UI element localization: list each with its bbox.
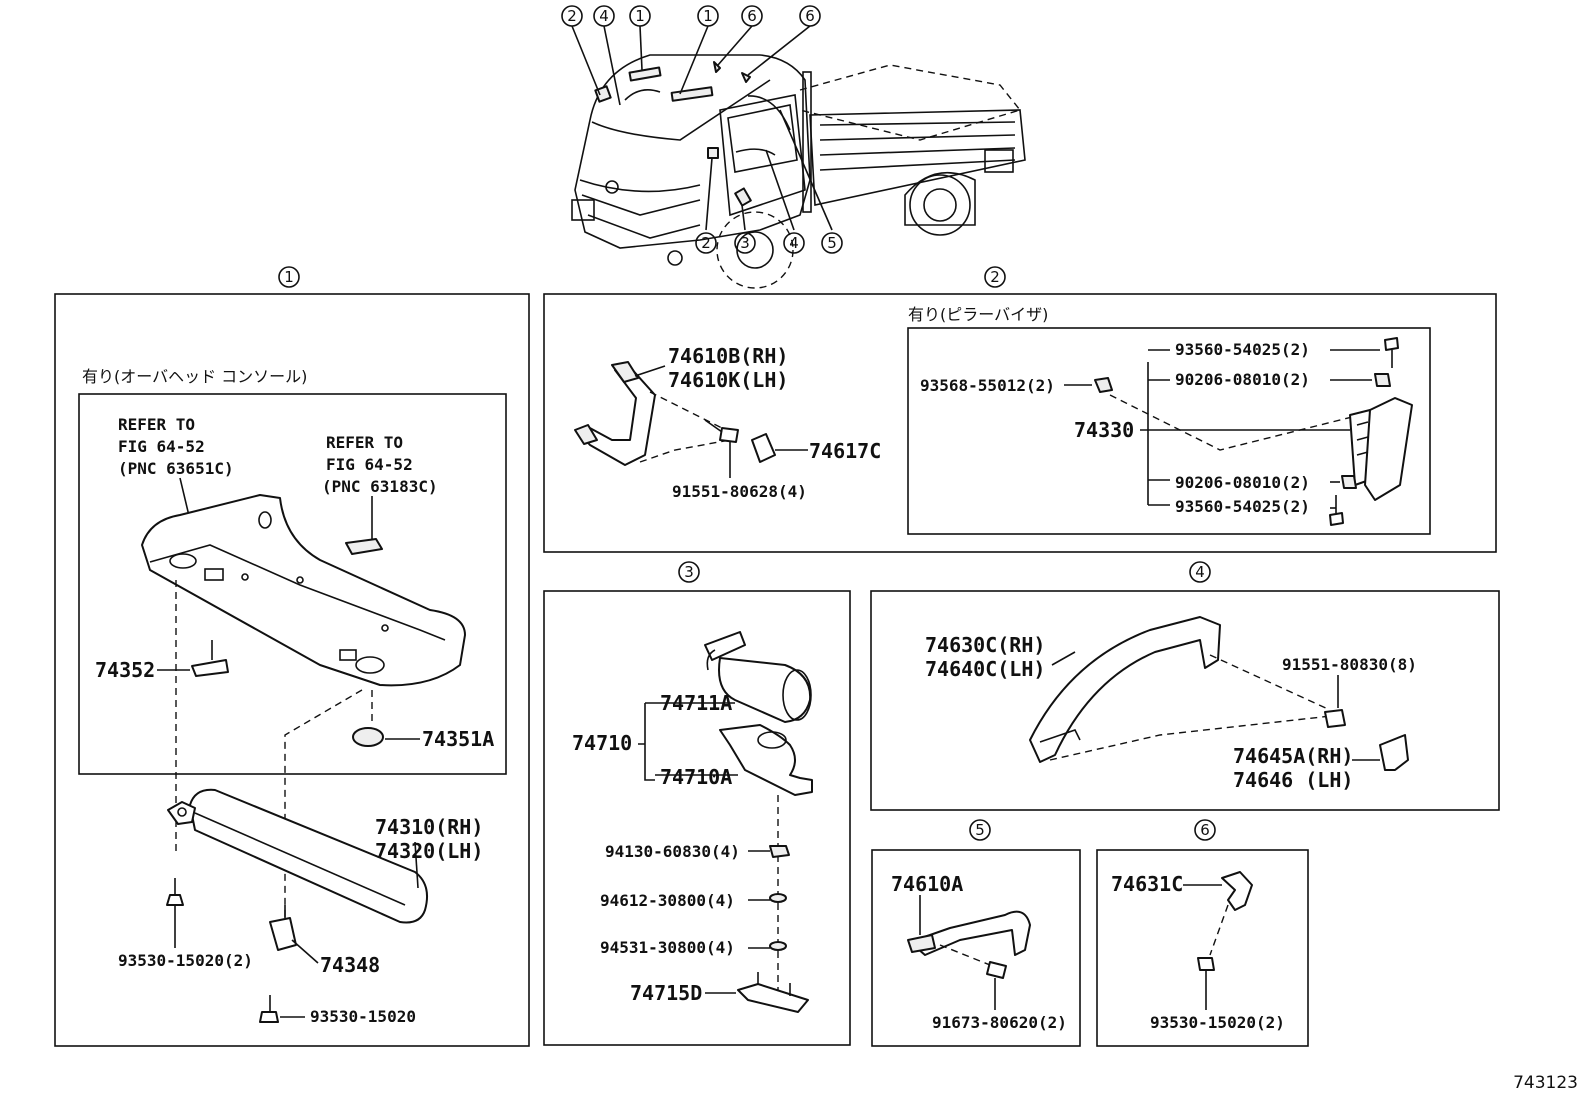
section-5-frame <box>871 849 1081 1047</box>
grip-74610a <box>909 910 1031 956</box>
ref-b-line2: FIG 64-52 <box>326 455 413 474</box>
label-74320: 74320(LH) <box>375 839 483 863</box>
label-74631c: 74631C <box>1111 872 1183 896</box>
label-94612-30800: 94612-30800(4) <box>600 891 735 910</box>
cap-74617c <box>751 433 776 463</box>
section-3-extinguisher: 3 74711A 74710A 74710 94130-60830(4) 946… <box>543 561 851 1046</box>
truck-callouts: 2 4 1 1 6 6 2 3 4 5 <box>561 5 843 254</box>
label-74351a: 74351A <box>422 727 494 751</box>
nut-94130 <box>769 845 790 858</box>
label-74715d: 74715D <box>630 981 702 1005</box>
label-74610b: 74610B(RH) <box>668 344 788 368</box>
ref-b-line1: REFER TO <box>326 433 403 452</box>
s2-option-note: 有り(ピラーバイザ) <box>908 305 1048 324</box>
plate-74715d <box>737 983 809 1013</box>
section-5-assist-grip: 5 74610A 91673-80620(2) <box>871 819 1081 1047</box>
label-93560-54025-top: 93560-54025(2) <box>1175 340 1310 359</box>
truck-callout: 1 <box>703 7 713 25</box>
label-74645a: 74645A(RH) <box>1233 744 1353 768</box>
label-94531-30800: 94531-30800(4) <box>600 938 735 957</box>
section-2-assist-grip: 2 74610B(RH) 74610K(LH) 91551-80628(4) 7… <box>543 266 1497 553</box>
label-74710a: 74710A <box>660 765 732 789</box>
section-3-frame <box>543 590 851 1046</box>
label-74646: 74646 (LH) <box>1233 768 1353 792</box>
label-93530-15020-2: 93530-15020(2) <box>118 951 253 970</box>
section-number: 2 <box>990 268 1000 286</box>
ref-a-line1: REFER TO <box>118 415 195 434</box>
label-91673-80620: 91673-80620(2) <box>932 1013 1067 1032</box>
label-74617c: 74617C <box>809 439 881 463</box>
extinguisher-74711a <box>718 657 812 723</box>
bracket-74710a <box>719 724 813 796</box>
label-74310: 74310(RH) <box>375 815 483 839</box>
label-74711a: 74711A <box>660 691 732 715</box>
ref-a-line2: FIG 64-52 <box>118 437 205 456</box>
cap-74351a <box>352 727 384 747</box>
label-93530-15020-6: 93530-15020(2) <box>1150 1013 1285 1032</box>
s1-console-frame <box>78 393 507 775</box>
label-74348: 74348 <box>320 953 380 977</box>
label-90206-08010-top: 90206-08010(2) <box>1175 370 1310 389</box>
clip-74352 <box>191 659 229 677</box>
section-2-frame <box>543 293 1497 553</box>
truck-illustration <box>571 25 1026 289</box>
ref-b-line3: (PNC 63183C) <box>322 477 438 496</box>
truck-callout: 6 <box>747 7 757 25</box>
washer-94612 <box>769 893 787 903</box>
section-number: 3 <box>684 563 694 581</box>
label-93568-55012: 93568-55012(2) <box>920 376 1055 395</box>
label-93530-15020: 93530-15020 <box>310 1007 416 1026</box>
label-74630c: 74630C(RH) <box>925 633 1045 657</box>
label-74710: 74710 <box>572 731 632 755</box>
section-1-frame <box>54 293 530 1047</box>
section-number: 1 <box>284 268 294 286</box>
label-93560-54025-bot: 93560-54025(2) <box>1175 497 1310 516</box>
grip-74610b <box>577 364 656 466</box>
label-74610k: 74610K(LH) <box>668 368 788 392</box>
truck-callout: 2 <box>701 234 711 252</box>
truck-callout: 2 <box>567 7 577 25</box>
truck-callout: 5 <box>827 234 837 252</box>
truck-callout: 1 <box>635 7 645 25</box>
label-94130-60830: 94130-60830(4) <box>605 842 740 861</box>
s2-pillar-frame <box>907 327 1431 535</box>
label-90206-08010-bot: 90206-08010(2) <box>1175 473 1310 492</box>
figure-id: 743123 <box>1513 1073 1578 1093</box>
section-number: 5 <box>975 821 985 839</box>
overhead-console <box>141 494 466 687</box>
label-74330: 74330 <box>1074 418 1134 442</box>
truck-callout: 6 <box>805 7 815 25</box>
label-74352: 74352 <box>95 658 155 682</box>
section-6-frame <box>1096 849 1309 1047</box>
grip-74630c <box>1029 616 1221 763</box>
label-91551-80830: 91551-80830(8) <box>1282 655 1417 674</box>
section-number: 4 <box>1195 563 1205 581</box>
truck-callout: 3 <box>740 234 750 252</box>
cap-74645a <box>1379 734 1409 771</box>
holder-74348 <box>269 917 297 951</box>
label-91551-80628: 91551-80628(4) <box>672 482 807 501</box>
section-number: 6 <box>1200 821 1210 839</box>
hook-74631c <box>1221 871 1253 911</box>
ref-a-line3: (PNC 63651C) <box>118 459 234 478</box>
section-1-sun-visor: 1 有り(オーバヘッド コンソール) REFER TO FIG 64-52 (P… <box>54 266 530 1047</box>
washer-94531 <box>769 941 787 951</box>
truck-callout: 4 <box>599 7 609 25</box>
section-6-hook: 6 74631C 93530-15020(2) <box>1096 819 1309 1047</box>
label-74640c: 74640C(LH) <box>925 657 1045 681</box>
s1-option-note: 有り(オーバヘッド コンソール) <box>82 367 307 386</box>
label-74610a: 74610A <box>891 872 963 896</box>
section-4-frame <box>870 590 1500 811</box>
truck-callout: 4 <box>789 234 799 252</box>
section-4-door-grip: 4 74630C(RH) 74640C(LH) 91551-80830(8) 7… <box>870 561 1500 811</box>
